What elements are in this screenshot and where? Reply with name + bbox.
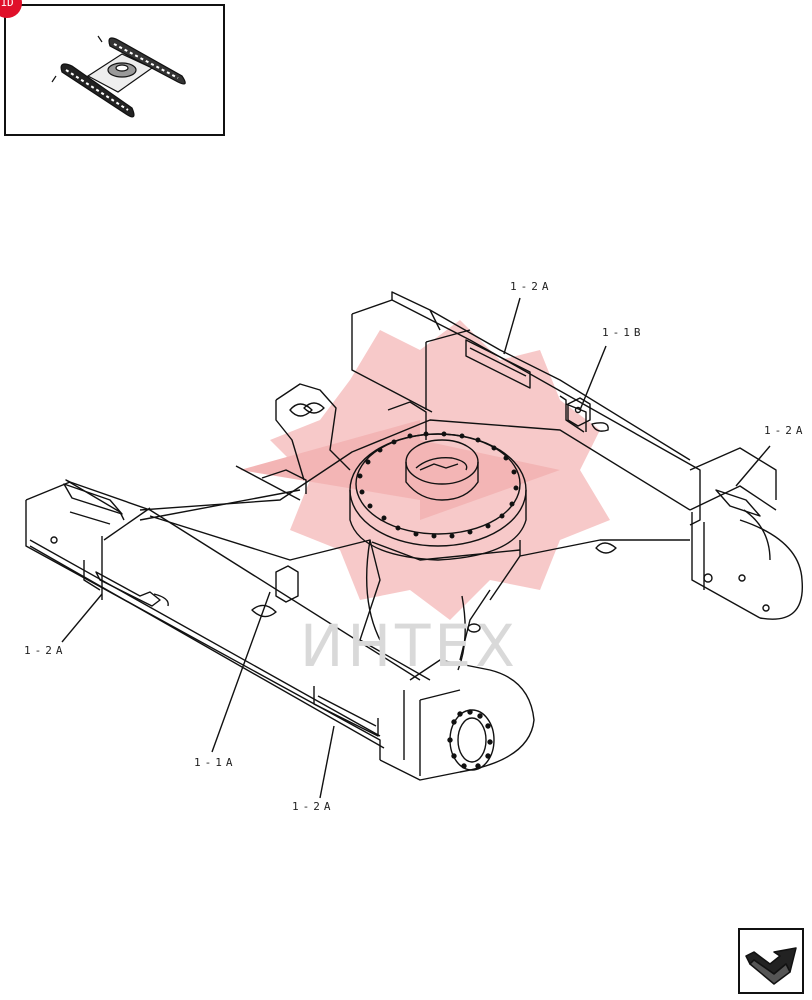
callout-1-1b[interactable]: 1-1B bbox=[602, 326, 645, 339]
thumbnail-panel[interactable]: 1D bbox=[0, 0, 225, 136]
callout-1-2a-top[interactable]: 1-2A bbox=[510, 280, 553, 293]
callout-1-2a-left[interactable]: 1-2A bbox=[24, 644, 67, 657]
next-page-arrow-icon bbox=[745, 947, 797, 985]
callout-1-2a-right[interactable]: 1-2A bbox=[764, 424, 807, 437]
undercarriage-thumbnail-icon bbox=[51, 35, 186, 118]
callout-1-1a[interactable]: 1-1A bbox=[194, 756, 237, 769]
page-badge: 1D bbox=[0, 0, 22, 18]
next-page-button[interactable] bbox=[738, 928, 804, 994]
callout-1-2a-bottom[interactable]: 1-2A bbox=[292, 800, 335, 813]
watermark-text: ИНТЕХ bbox=[300, 612, 519, 680]
watermark-logo-icon bbox=[240, 320, 610, 620]
